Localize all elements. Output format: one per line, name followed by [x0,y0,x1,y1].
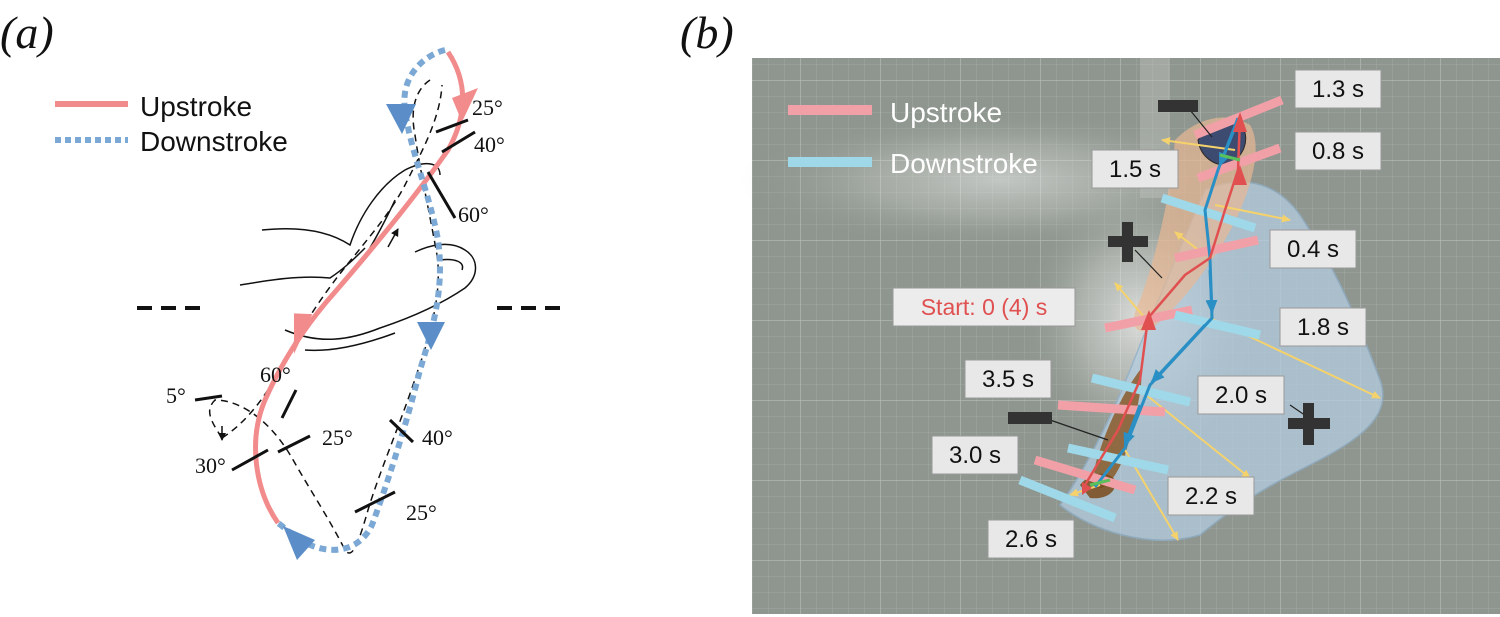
sign-markers [1008,100,1330,445]
legend-downstroke-label: Downstroke [890,148,1038,179]
time-label: 1.5 s [1109,156,1161,183]
angle-label: 60° [458,202,489,227]
legend-upstroke-label: Upstroke [890,97,1002,128]
angle-label: 25° [472,95,503,120]
panel-b: (b) Upstroke Downstroke [680,7,1500,614]
angle-label: 5° [166,383,186,408]
downstroke-arrowhead [283,526,315,560]
force-arrows [1069,137,1381,541]
time-label: 3.5 s [982,366,1034,393]
panel-a-label: (a) [0,7,54,58]
time-label: 0.4 s [1287,236,1339,263]
angle-label: 40° [422,425,453,450]
time-label: 0.8 s [1312,138,1364,165]
angle-label: 25° [322,425,353,450]
downstroke-arrowhead [386,104,416,134]
time-label: 3.0 s [949,442,1001,469]
start-label: Start: 0 (4) s [921,294,1048,320]
downstroke-path [276,47,446,553]
panel-b-label: (b) [680,7,734,58]
angle-label: 40° [474,132,505,157]
upstroke-arrowhead [293,313,313,354]
time-label: 2.0 s [1215,382,1267,409]
upstroke-path [253,50,466,525]
time-label: 1.8 s [1297,314,1349,341]
time-label: 2.6 s [1005,526,1057,553]
trajectory-arrow [387,228,399,248]
legend-upstroke-label: Upstroke [140,91,252,122]
angle-label: 60° [260,362,291,387]
panel-a: (a) Upstroke Downstroke [0,7,562,560]
trajectory-dashed-path [208,79,443,554]
angle-ticks [194,118,476,514]
minus-sign [1008,412,1052,424]
time-label: 2.2 s [1185,483,1237,510]
legend-downstroke-label: Downstroke [140,126,288,157]
time-label: 1.3 s [1312,76,1364,103]
angle-label: 30° [195,453,226,478]
upstroke-arrowhead [452,88,478,122]
angle-label: 25° [406,500,437,525]
minus-sign [1158,100,1198,112]
downstroke-arrowhead [417,322,445,350]
